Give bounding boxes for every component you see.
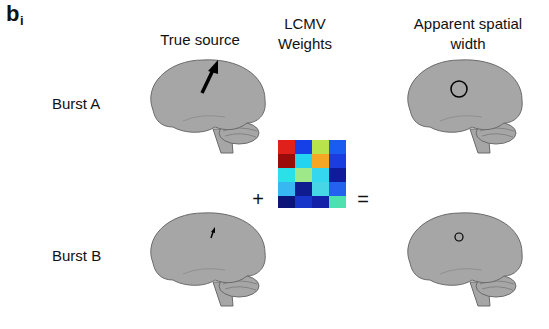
- panel-letter: b: [6, 0, 19, 29]
- column-heading: Apparent spatial width: [408, 14, 528, 53]
- brain-b-apparent: [408, 213, 522, 306]
- column-heading: True source: [140, 30, 260, 50]
- lcmv-weight-matrix: [278, 140, 346, 208]
- row-label: Burst A: [52, 94, 100, 114]
- row-label: Burst B: [52, 246, 101, 266]
- operator-symbol: =: [357, 186, 369, 212]
- operator-symbol: +: [252, 186, 264, 212]
- brain-a-true: [151, 60, 265, 153]
- column-heading: LCMV Weights: [265, 14, 345, 53]
- brain-a-apparent: [408, 60, 522, 153]
- source-arrow-large: [202, 60, 218, 93]
- brain-b-true: [151, 213, 265, 306]
- apparent-width-large: [451, 81, 467, 97]
- source-arrow-small: [211, 227, 215, 238]
- panel-subscript: i: [20, 13, 24, 30]
- apparent-width-small: [455, 233, 463, 241]
